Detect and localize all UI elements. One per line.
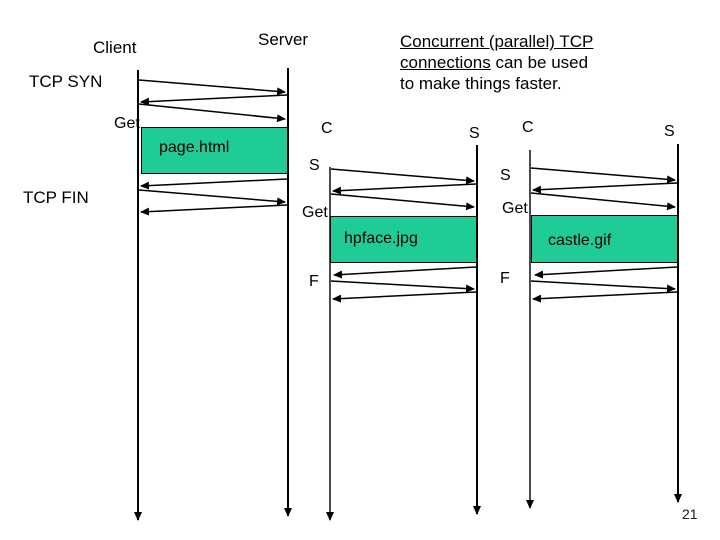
- conn2-syn-label: S: [309, 157, 320, 174]
- conn1-get-arrow: [138, 103, 286, 123]
- conn3-fin-label: F: [500, 270, 510, 287]
- conn2-fin-label: F: [309, 273, 319, 290]
- conn1-fin-arrow: [138, 189, 286, 206]
- server-label: Server: [258, 30, 309, 49]
- file-box-castle-gif-label: castle.gif: [548, 232, 612, 249]
- conn3-syn-label: S: [500, 167, 511, 184]
- conn2-client-label: C: [321, 120, 333, 137]
- conn3-get-label: Get: [502, 200, 528, 217]
- conn3-synack-arrow: [532, 182, 678, 194]
- conn3-client-label: C: [522, 119, 534, 136]
- conn1-syn-arrow: [138, 79, 286, 96]
- note-line3: to make things faster.: [400, 74, 562, 93]
- conn2-response-arrow: [333, 266, 477, 279]
- conn2-fin-arrow: [330, 280, 475, 293]
- conn2-synack-arrow: [332, 183, 477, 195]
- conn1-synack-arrow: [140, 94, 288, 106]
- conn3-syn-arrow: [530, 167, 676, 184]
- conn3-fin-arrow: [530, 280, 676, 293]
- conn3-response-arrow: [534, 266, 678, 279]
- conn3-get-arrow: [530, 192, 676, 211]
- tcp-syn-label: TCP SYN: [29, 72, 103, 91]
- file-box-castle-gif: castle.gif: [531, 215, 678, 263]
- conn1-get-label: Get: [114, 115, 140, 132]
- tcp-fin-label: TCP FIN: [23, 188, 89, 207]
- note-line2-underlined: connections: [400, 53, 491, 72]
- note-line2-rest: can be used: [490, 53, 589, 72]
- file-box-page-html: page.html: [141, 127, 288, 174]
- file-box-hpface-jpg: hpface.jpg: [330, 216, 477, 263]
- conn3-finack-arrow: [532, 291, 678, 303]
- conn3-server-label: S: [664, 123, 675, 140]
- conn2-finack-arrow: [332, 291, 477, 303]
- conn2-get-label: Get: [302, 204, 328, 221]
- page-number: 21: [682, 506, 698, 522]
- conn2-syn-arrow: [330, 168, 475, 185]
- conn1-response-arrow: [140, 178, 288, 190]
- conn1-finack-arrow: [140, 204, 288, 216]
- note-line1: Concurrent (parallel) TCP: [400, 32, 594, 51]
- note-text: Concurrent (parallel) TCP connections ca…: [400, 31, 630, 94]
- file-box-hpface-jpg-label: hpface.jpg: [344, 230, 418, 247]
- file-box-page-html-label: page.html: [159, 139, 230, 156]
- client-label: Client: [93, 38, 137, 57]
- conn2-server-label: S: [469, 125, 480, 142]
- conn2-get-arrow: [330, 193, 475, 211]
